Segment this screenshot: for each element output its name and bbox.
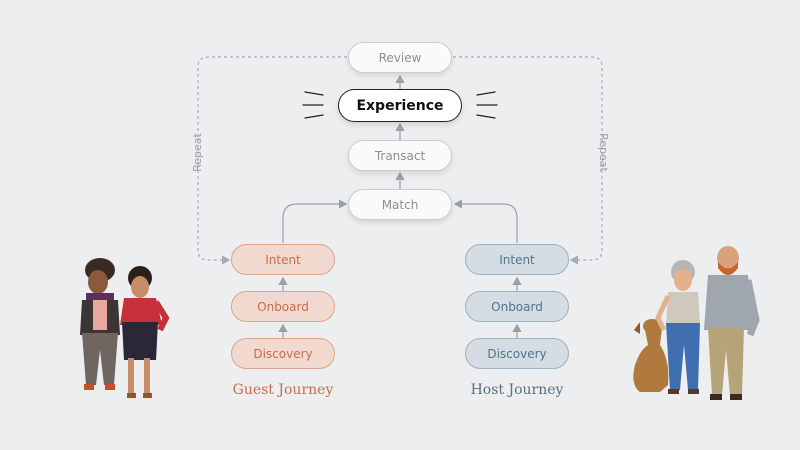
experience-emphasis-rays	[302, 91, 498, 119]
host-onboard-label: Onboard	[491, 299, 543, 314]
host-onboard-node: Onboard	[465, 291, 569, 322]
guest-discovery-node: Discovery	[231, 338, 335, 369]
guest-intent-label: Intent	[265, 252, 301, 267]
transact-label: Transact	[374, 148, 426, 163]
arrow-guest-intent-match	[282, 199, 348, 243]
experience-node: Experience	[338, 89, 462, 122]
host-intent-node: Intent	[465, 244, 569, 275]
repeat-label-right: Repeat	[596, 133, 610, 172]
repeat-loop-left	[197, 56, 347, 265]
review-label: Review	[378, 50, 422, 65]
repeat-loop-right	[453, 56, 603, 265]
transact-node: Transact	[348, 140, 452, 171]
match-node: Match	[348, 189, 452, 220]
host-intent-label: Intent	[499, 252, 535, 267]
match-label: Match	[381, 197, 419, 212]
guest-discovery-label: Discovery	[253, 346, 313, 361]
guest-people-illustration	[80, 258, 170, 398]
guest-journey-label: Guest Journey	[232, 382, 334, 398]
guest-onboard-label: Onboard	[257, 299, 309, 314]
repeat-label-left: Repeat	[190, 133, 204, 172]
guest-intent-node: Intent	[231, 244, 335, 275]
host-discovery-node: Discovery	[465, 338, 569, 369]
arrow-host-intent-match	[453, 199, 518, 243]
host-journey-label: Host Journey	[470, 382, 564, 398]
guest-onboard-node: Onboard	[231, 291, 335, 322]
experience-label: Experience	[356, 97, 444, 114]
host-people-illustration	[633, 246, 760, 400]
host-discovery-label: Discovery	[487, 346, 547, 361]
review-node: Review	[348, 42, 452, 73]
